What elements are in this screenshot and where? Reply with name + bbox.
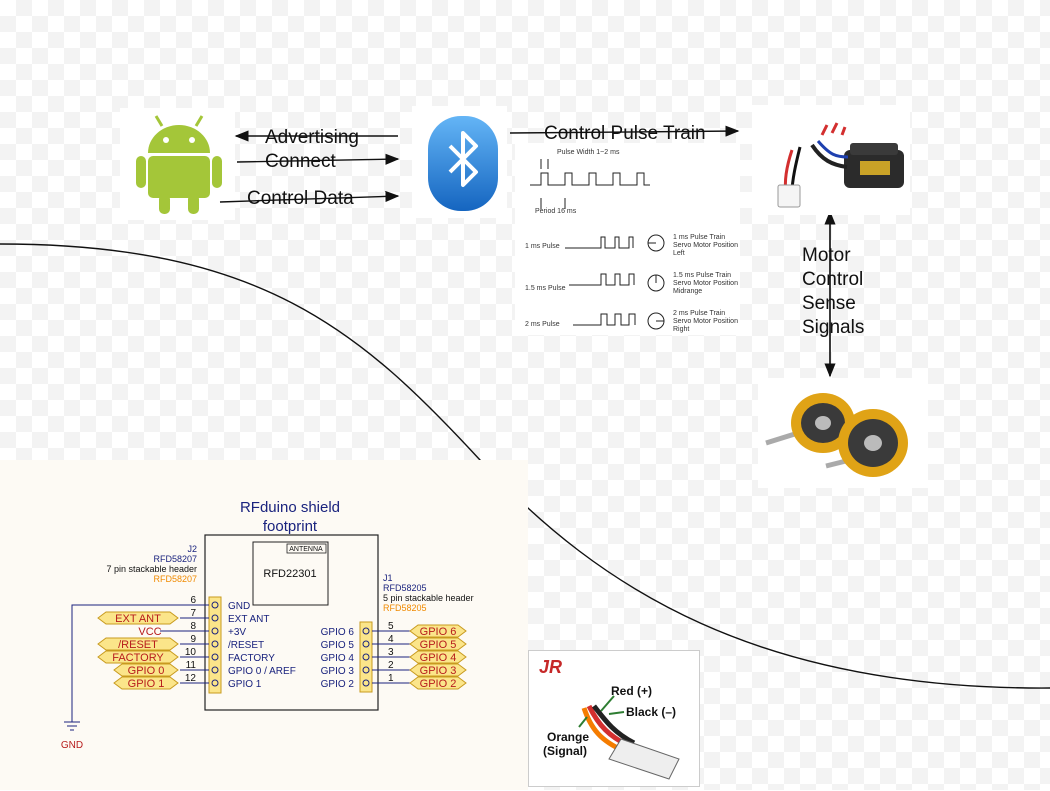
svg-text:Midrange: Midrange — [673, 288, 702, 295]
connect-arrow — [236, 153, 400, 165]
svg-text:GPIO 6: GPIO 6 — [321, 627, 355, 638]
svg-text:1: 1 — [388, 673, 394, 684]
bluetooth-icon — [428, 116, 498, 211]
svg-text:GPIO 2: GPIO 2 — [420, 678, 457, 690]
pulse-train-label: Control Pulse Train — [544, 123, 706, 144]
svg-text:Period 16 ms: Period 16 ms — [535, 208, 577, 215]
motor-label-line-3: Sense — [802, 293, 856, 314]
svg-text:1.5 ms Pulse Train: 1.5 ms Pulse Train — [673, 272, 731, 279]
svg-text:12: 12 — [185, 673, 197, 684]
jr-logo: JR — [539, 657, 562, 677]
svg-text:RFD22301: RFD22301 — [263, 568, 316, 580]
svg-text:8: 8 — [190, 621, 196, 632]
svg-text:/RESET: /RESET — [228, 640, 264, 651]
brushless-motors-image — [758, 378, 928, 488]
svg-text:11: 11 — [186, 660, 197, 671]
rfduino-shield-schematic: RFduino shield footprint ANTENNA RFD2230… — [61, 499, 474, 751]
svg-text:J2: J2 — [187, 544, 197, 554]
svg-text:GPIO 1: GPIO 1 — [228, 679, 262, 690]
motor-label-line-4: Signals — [802, 317, 865, 338]
svg-text:footprint: footprint — [263, 518, 318, 535]
svg-text:1.5 ms Pulse: 1.5 ms Pulse — [525, 285, 566, 292]
svg-text:7 pin stackable header: 7 pin stackable header — [106, 564, 197, 574]
svg-text:Orange: Orange — [547, 730, 589, 744]
svg-text:RFduino shield: RFduino shield — [240, 499, 340, 516]
svg-text:GPIO 1: GPIO 1 — [128, 678, 165, 690]
svg-text:FACTORY: FACTORY — [112, 652, 164, 664]
svg-text:5 pin stackable header: 5 pin stackable header — [383, 593, 474, 603]
svg-text:EXT ANT: EXT ANT — [115, 613, 161, 625]
svg-text:GPIO 2: GPIO 2 — [321, 679, 355, 690]
svg-text:Black (–): Black (–) — [626, 705, 676, 719]
svg-text:GPIO 4: GPIO 4 — [420, 652, 457, 664]
svg-text:6: 6 — [190, 595, 196, 606]
svg-text:GPIO 0: GPIO 0 — [128, 665, 165, 677]
svg-text:RFD58207: RFD58207 — [153, 574, 197, 584]
svg-text:GPIO 5: GPIO 5 — [321, 640, 355, 651]
svg-text:4: 4 — [388, 634, 394, 645]
svg-text:Servo Motor Position: Servo Motor Position — [673, 318, 738, 325]
bluetooth-panel — [412, 106, 507, 218]
esc-controller-image — [752, 105, 910, 215]
servo-plug-panel: JR Red (+) Black (–) Orange (Signal) — [528, 650, 700, 787]
svg-text:GPIO 3: GPIO 3 — [420, 665, 457, 677]
svg-text:9: 9 — [190, 634, 196, 645]
svg-text:GPIO 6: GPIO 6 — [420, 626, 457, 638]
svg-text:2 ms Pulse Train: 2 ms Pulse Train — [673, 310, 725, 317]
svg-text:Servo Motor Position: Servo Motor Position — [673, 242, 738, 249]
svg-text:GND: GND — [228, 601, 250, 612]
svg-text:RFD58205: RFD58205 — [383, 583, 427, 593]
svg-text:GPIO 3: GPIO 3 — [321, 666, 355, 677]
svg-text:(Signal): (Signal) — [543, 744, 587, 758]
control-data-arrow — [219, 190, 400, 203]
svg-text:GPIO 4: GPIO 4 — [321, 653, 355, 664]
svg-text:VCC: VCC — [138, 626, 161, 638]
svg-text:Servo Motor Position: Servo Motor Position — [673, 280, 738, 287]
svg-text:RFD58207: RFD58207 — [153, 554, 197, 564]
svg-text:/RESET: /RESET — [118, 639, 158, 651]
svg-text:10: 10 — [185, 647, 197, 658]
svg-text:RFD58205: RFD58205 — [383, 603, 427, 613]
svg-text:2: 2 — [388, 660, 394, 671]
pulse-train-arrow — [509, 125, 740, 137]
svg-text:EXT ANT: EXT ANT — [228, 614, 270, 625]
svg-text:GND: GND — [61, 740, 83, 751]
svg-text:Right: Right — [673, 326, 689, 333]
svg-text:7: 7 — [190, 608, 196, 619]
svg-text:3: 3 — [388, 647, 394, 658]
svg-text:FACTORY: FACTORY — [228, 653, 275, 664]
svg-text:GPIO 5: GPIO 5 — [420, 639, 457, 651]
svg-text:2 ms Pulse: 2 ms Pulse — [525, 321, 560, 328]
svg-text:Red (+): Red (+) — [611, 684, 652, 698]
svg-text:5: 5 — [388, 621, 394, 632]
android-robot-icon — [136, 115, 222, 214]
connect-label: Connect — [265, 151, 336, 172]
android-panel — [120, 108, 235, 220]
advertising-label: Advertising — [265, 127, 359, 148]
motor-label-line-2: Control — [802, 269, 864, 290]
svg-text:Pulse Width 1~2 ms: Pulse Width 1~2 ms — [557, 149, 620, 156]
svg-text:J1: J1 — [383, 573, 393, 583]
control-data-label: Control Data — [247, 188, 354, 209]
svg-text:1 ms Pulse: 1 ms Pulse — [525, 243, 560, 250]
svg-text:Left: Left — [673, 250, 685, 257]
pulse-timing-diagram: Pulse Width 1~2 ms Period 16 ms 1 ms Pul… — [515, 143, 740, 335]
svg-text:+3V: +3V — [228, 627, 246, 638]
svg-text:ANTENNA: ANTENNA — [289, 546, 323, 553]
motor-label-line-1: Motor — [802, 245, 851, 266]
svg-text:1 ms Pulse Train: 1 ms Pulse Train — [673, 234, 725, 241]
svg-text:GPIO 0 / AREF: GPIO 0 / AREF — [228, 666, 296, 677]
